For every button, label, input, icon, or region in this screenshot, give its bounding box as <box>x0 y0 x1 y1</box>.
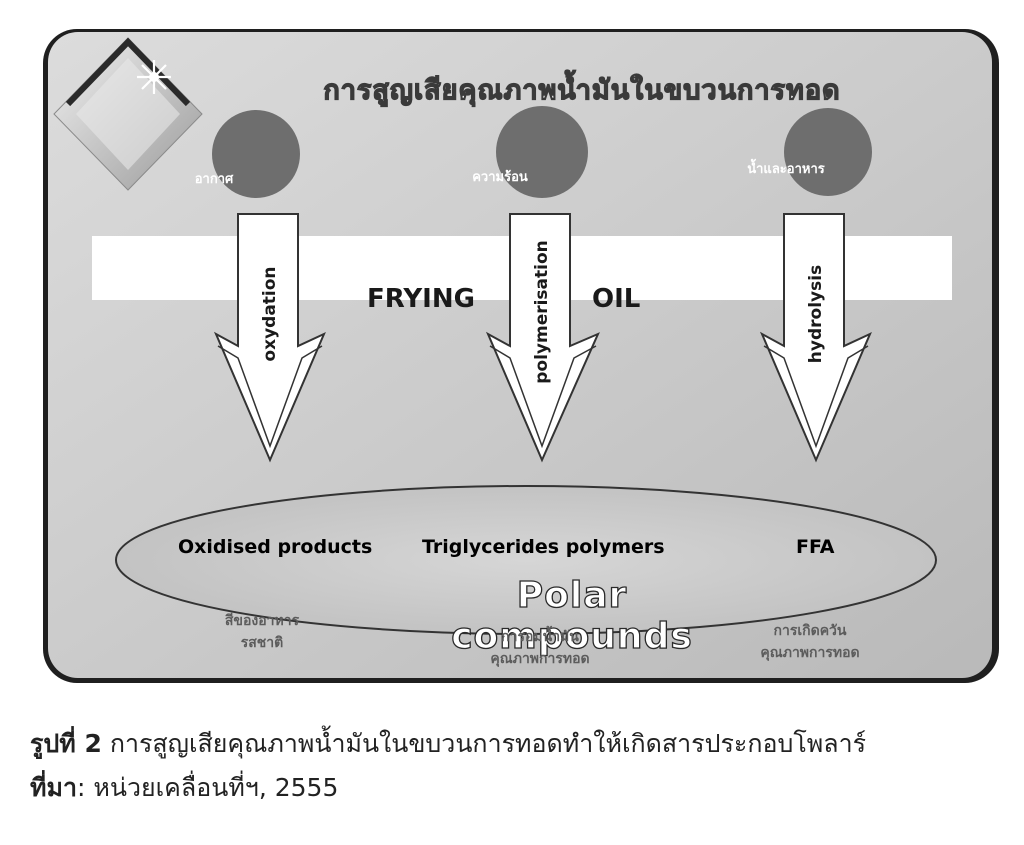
product-oxidised: Oxidised products <box>178 536 373 558</box>
reaction-label-polymerisation: polymerisation <box>532 240 552 384</box>
arrow-polymerisation-bevel <box>489 345 597 449</box>
cause-circle-water-food <box>784 108 872 196</box>
source-text: : หน่วยเคลื่อนที่ฯ, 2555 <box>77 773 339 802</box>
arrow-oxydation-bevel <box>217 345 323 449</box>
arrow-polymerisation <box>485 213 600 463</box>
effect-polymers: การอมน้ำมัน คุณภาพการทอด <box>460 626 620 670</box>
diamond-logo <box>53 37 203 191</box>
band-label-oil: OIL <box>592 284 641 314</box>
effect-oxidised-line2: รสชาติ <box>240 635 284 651</box>
effect-ffa-line1: การเกิดควัน <box>773 623 847 639</box>
effect-ffa: การเกิดควัน คุณภาพการทอด <box>730 620 890 664</box>
cause-label-water-food: น้ำและอาหาร <box>747 162 825 177</box>
figure-description: การสูญเสียคุณภาพน้ำมันในขบวนการทอดทำให้เ… <box>101 729 867 758</box>
diagram-graphics <box>43 29 999 683</box>
effect-oxidised-line1: สีของอาหาร <box>224 613 300 629</box>
cause-circle-heat <box>496 106 588 198</box>
figure-caption: รูปที่ 2 การสูญเสียคุณภาพน้ำมันในขบวนการ… <box>30 722 1010 810</box>
polar-compounds-label: Polar compounds <box>451 574 693 657</box>
cause-circle-air <box>212 110 300 198</box>
diagram-title: การสูญเสียคุณภาพน้ำมันในขบวนการทอด <box>323 74 841 106</box>
product-ffa: FFA <box>796 536 835 558</box>
diagram-slide: การสูญเสียคุณภาพน้ำมันในขบวนการทอด อากาศ… <box>42 28 1000 684</box>
reaction-label-oxydation: oxydation <box>260 266 280 362</box>
figure-caption-line: รูปที่ 2 การสูญเสียคุณภาพน้ำมันในขบวนการ… <box>30 722 1010 766</box>
effect-polymers-line2: คุณภาพการทอด <box>490 651 590 667</box>
arrow-hydrolysis-bevel <box>763 345 869 449</box>
arrow-hydrolysis <box>759 213 872 463</box>
reaction-label-hydrolysis: hydrolysis <box>806 264 826 364</box>
effect-ffa-line2: คุณภาพการทอด <box>760 645 860 661</box>
products-ellipse <box>115 485 937 635</box>
cause-label-air: อากาศ <box>194 172 234 187</box>
figure-number: รูปที่ 2 <box>30 729 102 758</box>
effect-polymers-line1: การอมน้ำมัน <box>501 629 579 645</box>
cause-label-heat: ความร้อน <box>472 170 528 185</box>
effect-oxidised: สีของอาหาร รสชาติ <box>192 610 332 654</box>
source-label: ที่มา <box>30 773 77 802</box>
band-label-frying: FRYING <box>367 284 475 314</box>
arrow-oxydation <box>213 213 326 463</box>
source-line: ที่มา: หน่วยเคลื่อนที่ฯ, 2555 <box>30 766 1010 810</box>
product-triglycerides-polymers: Triglycerides polymers <box>422 536 665 558</box>
